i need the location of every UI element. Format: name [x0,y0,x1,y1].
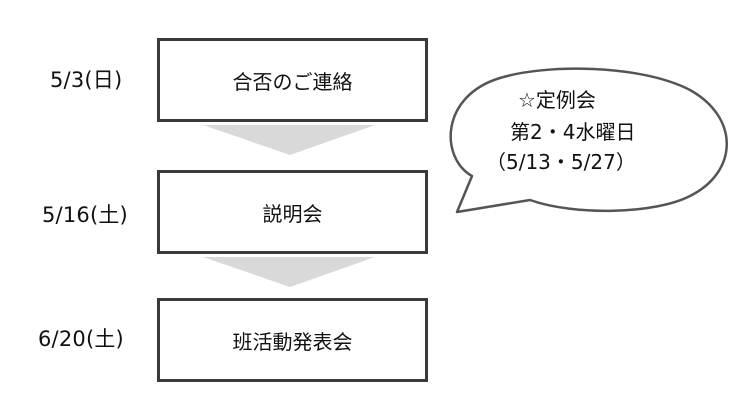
step-3-label: 班活動発表会 [232,329,353,354]
note-line-1: 第2・4水曜日 [510,120,636,144]
note-title: ☆定例会 [518,88,596,112]
step-1-label: 合否のご連絡 [232,69,353,94]
step-3-date: 6/20(土) [38,327,124,351]
step-2-box: 説明会 [157,170,428,254]
arrow-shape-1 [203,125,375,155]
note-line-2: （5/13・5/27） [486,150,636,174]
step-2-date: 5/16(土) [42,203,128,227]
step-1-box: 合否のご連絡 [157,38,428,122]
step-2-label: 説明会 [262,201,323,226]
arrow-shape-2 [203,257,375,287]
step-3-box: 班活動発表会 [157,298,428,382]
step-1-date: 5/3(日) [50,68,123,92]
